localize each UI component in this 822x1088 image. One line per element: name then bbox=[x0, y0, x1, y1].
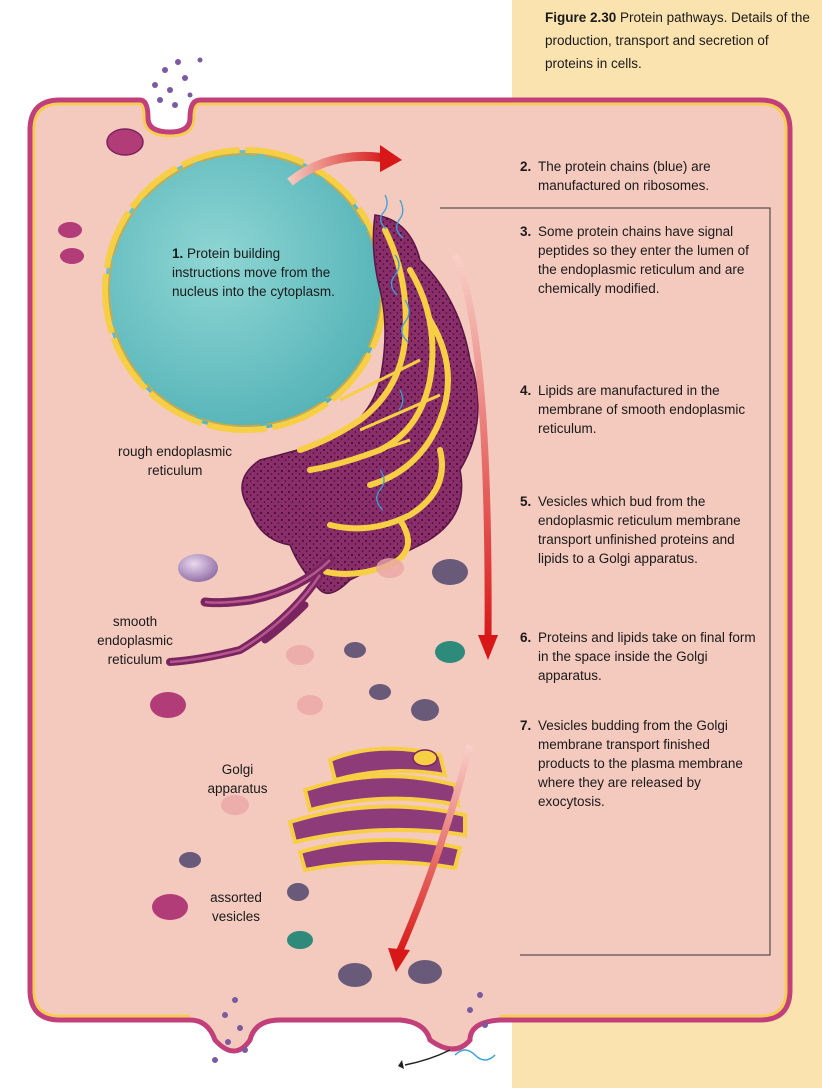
arrow-bottom bbox=[394, 744, 474, 957]
secreted-particles bbox=[152, 57, 488, 1063]
vesicle-group bbox=[58, 128, 468, 987]
rough-er bbox=[241, 194, 479, 595]
figure-label: Figure 2.30 bbox=[545, 10, 617, 25]
label-rough-er: rough endoplasmic reticulum bbox=[117, 444, 233, 478]
step-5: 5. Vesicles which bud from the endoplasm… bbox=[520, 494, 741, 566]
step-4: 4. Lipids are manufactured in the membra… bbox=[520, 383, 746, 436]
label-vesicles: assorted vesicles bbox=[210, 890, 262, 924]
label-golgi: Golgi apparatus bbox=[207, 762, 268, 796]
step-6: 6. Proteins and lipids take on final for… bbox=[520, 630, 756, 683]
smooth-er bbox=[166, 555, 335, 666]
text-connector-line bbox=[440, 207, 771, 956]
figure-caption: Figure 2.30 Protein pathways. Details of… bbox=[545, 6, 815, 75]
golgi-apparatus bbox=[287, 746, 467, 873]
label-smooth-er: smooth endoplasmic reticulum bbox=[97, 614, 173, 667]
arrow-middle bbox=[451, 253, 492, 641]
figure-caption-text: Protein pathways. Details of the product… bbox=[545, 10, 810, 71]
step-1: 1. Protein building instructions move fr… bbox=[172, 246, 335, 299]
step-3: 3. Some protein chains have signal pepti… bbox=[520, 224, 749, 296]
arrow-top bbox=[287, 151, 386, 186]
step-7: 7. Vesicles budding from the Golgi membr… bbox=[520, 718, 743, 809]
step-2: 2. The protein chains (blue) are manufac… bbox=[520, 159, 711, 193]
